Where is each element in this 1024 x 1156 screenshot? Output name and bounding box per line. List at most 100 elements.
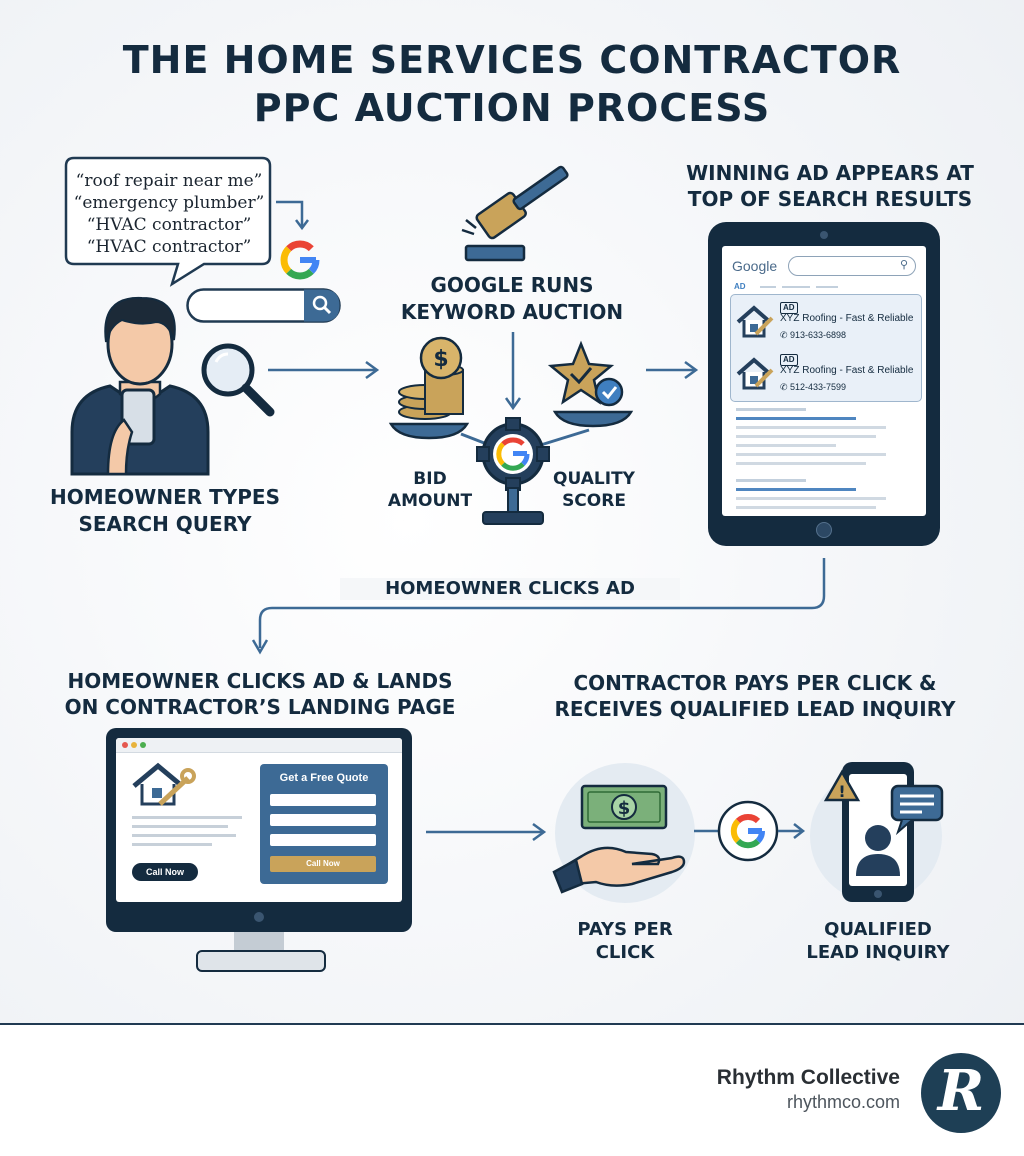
- ad-title[interactable]: XYZ Roofing - Fast & Reliable: [780, 313, 914, 324]
- quality-label-line-2: SCORE: [562, 491, 626, 511]
- bid-label-line-1: BID: [413, 469, 447, 489]
- alert-icon: [823, 769, 861, 802]
- step5-label: CONTRACTOR PAYS PER CLICK & RECEIVES QUA…: [550, 670, 960, 722]
- ad-phone[interactable]: 512-433-7599: [790, 382, 847, 392]
- gavel-icon: [461, 165, 569, 262]
- query-3: “HVAC contractor”: [87, 215, 252, 235]
- tablet-home-button[interactable]: [816, 522, 832, 538]
- hand-icon: [560, 846, 686, 887]
- step3-label-line-1: WINNING AD APPEARS AT: [686, 161, 974, 185]
- bid-amount-label: BID AMOUNT: [380, 468, 480, 512]
- quote-name-field[interactable]: [270, 794, 376, 806]
- click-connector-arrow: [251, 558, 826, 655]
- step3-label: WINNING AD APPEARS AT TOP OF SEARCH RESU…: [680, 160, 980, 212]
- auction-scale-icon: $: [388, 332, 634, 525]
- step4-label: HOMEOWNER CLICKS AD & LANDS ON CONTRACTO…: [60, 668, 460, 720]
- tab-underline: [782, 286, 810, 288]
- bid-label-line-2: AMOUNT: [387, 491, 473, 511]
- ad-result[interactable]: AD XYZ Roofing - Fast & Reliable ✆ 913-6…: [734, 300, 918, 346]
- google-logo: Google: [732, 258, 778, 274]
- coins-icon: $: [398, 336, 464, 420]
- arrow-to-auction: [268, 360, 380, 380]
- tablet-camera: [820, 231, 828, 239]
- step1-label-line-2: SEARCH QUERY: [78, 512, 252, 536]
- house-wrench-logo-icon: [132, 762, 196, 806]
- quote-form-title: Get a Free Quote: [279, 772, 369, 784]
- svg-text:$: $: [618, 798, 631, 819]
- pay-per-click-icon: $: [552, 763, 695, 903]
- results-search-input[interactable]: [788, 256, 916, 276]
- monitor-base: [196, 950, 326, 972]
- house-wrench-icon: [736, 305, 774, 338]
- window-dot-yellow[interactable]: [131, 742, 137, 748]
- monitor-neck: [234, 932, 284, 952]
- step2-label-line-1: GOOGLE RUNS: [430, 273, 594, 297]
- quality-score-label: QUALITY SCORE: [542, 468, 646, 512]
- monitor-power-dot[interactable]: [254, 912, 264, 922]
- ad-phone[interactable]: 913-633-6898: [790, 330, 847, 340]
- quote-call-now-button[interactable]: Call Now: [270, 856, 376, 872]
- search-icon[interactable]: ⚲: [900, 259, 909, 271]
- quote-phone-field[interactable]: [270, 834, 376, 846]
- lead-label-line-1: QUALIFIED: [824, 919, 932, 940]
- svg-text:!: !: [838, 782, 845, 801]
- house-wrench-icon: [736, 357, 774, 390]
- page-title: THE HOME SERVICES CONTRACTOR PPC AUCTION…: [0, 36, 1024, 132]
- tab-underline: [760, 286, 776, 288]
- step5-label-line-1: CONTRACTOR PAYS PER CLICK &: [573, 671, 937, 695]
- quality-label-line-1: QUALITY: [553, 469, 635, 489]
- search-button: [304, 289, 340, 322]
- arrow-to-payment: [426, 822, 547, 842]
- desktop-monitor: Call Now Get a Free Quote Call Now: [106, 728, 412, 932]
- ad-badge: AD: [780, 302, 798, 314]
- google-badge-icon: [694, 800, 806, 862]
- step4-label-line-2: ON CONTRACTOR’S LANDING PAGE: [64, 695, 456, 719]
- step3-label-line-2: TOP OF SEARCH RESULTS: [687, 187, 973, 211]
- window-dot-red[interactable]: [122, 742, 128, 748]
- ad-tab[interactable]: AD: [734, 282, 746, 291]
- search-query-bubble: [64, 156, 272, 287]
- footer: [0, 1023, 1024, 1156]
- brand-logo-letter: R: [937, 1058, 985, 1124]
- phone-icon: ✆: [780, 330, 788, 340]
- ad-result[interactable]: AD XYZ Roofing - Fast & Reliable ✆ 512-4…: [734, 352, 918, 398]
- person-icon: [865, 825, 891, 851]
- search-bar[interactable]: [186, 288, 342, 324]
- lead-inquiry-phone-icon: !: [810, 762, 944, 902]
- phone-icon: ✆: [780, 382, 788, 392]
- connector-label: HOMEOWNER CLICKS AD: [340, 578, 680, 600]
- qualified-lead-label: QUALIFIED LEAD INQUIRY: [788, 918, 968, 964]
- title-line-1: THE HOME SERVICES CONTRACTOR: [122, 38, 902, 82]
- landing-page-screen: Call Now Get a Free Quote Call Now: [116, 738, 402, 902]
- google-icon: [280, 240, 320, 280]
- lead-label-line-2: LEAD INQUIRY: [806, 942, 950, 963]
- step2-label-line-2: KEYWORD AUCTION: [400, 300, 624, 324]
- search-queries: “roof repair near me” “emergency plumber…: [74, 171, 265, 257]
- step1-label-line-1: HOMEOWNER TYPES: [50, 485, 280, 509]
- window-dot-green[interactable]: [140, 742, 146, 748]
- pays-per-click-label: PAYS PER CLICK: [560, 918, 690, 964]
- google-gear-icon: [476, 417, 550, 491]
- svg-text:$: $: [433, 347, 448, 372]
- query-to-google-arrow: [276, 200, 309, 231]
- magnifier-icon: [201, 343, 275, 417]
- ad-title[interactable]: XYZ Roofing - Fast & Reliable: [780, 365, 914, 376]
- quote-form: Get a Free Quote Call Now: [260, 764, 388, 884]
- search-icon: [312, 295, 328, 311]
- query-2: “emergency plumber”: [74, 193, 265, 213]
- ad-badge: AD: [780, 354, 798, 366]
- organic-results: [736, 408, 916, 509]
- pay-label-line-2: CLICK: [595, 942, 655, 963]
- quote-email-field[interactable]: [270, 814, 376, 826]
- call-now-button[interactable]: Call Now: [132, 863, 198, 881]
- step5-label-line-2: RECEIVES QUALIFIED LEAD INQUIRY: [554, 697, 956, 721]
- brand-logo: R: [921, 1053, 1001, 1133]
- tablet: Google ⚲ AD AD XYZ Roofing - Fast & Reli…: [708, 222, 940, 546]
- step1-label: HOMEOWNER TYPES SEARCH QUERY: [40, 484, 290, 538]
- arrow-to-results: [646, 360, 699, 380]
- footer-brand: Rhythm Collective: [716, 1066, 900, 1089]
- footer-url[interactable]: rhythmco.com: [786, 1092, 900, 1112]
- browser-bar: [116, 738, 402, 753]
- title-line-2: PPC AUCTION PROCESS: [253, 86, 771, 130]
- query-4: “HVAC contractor”: [87, 237, 252, 257]
